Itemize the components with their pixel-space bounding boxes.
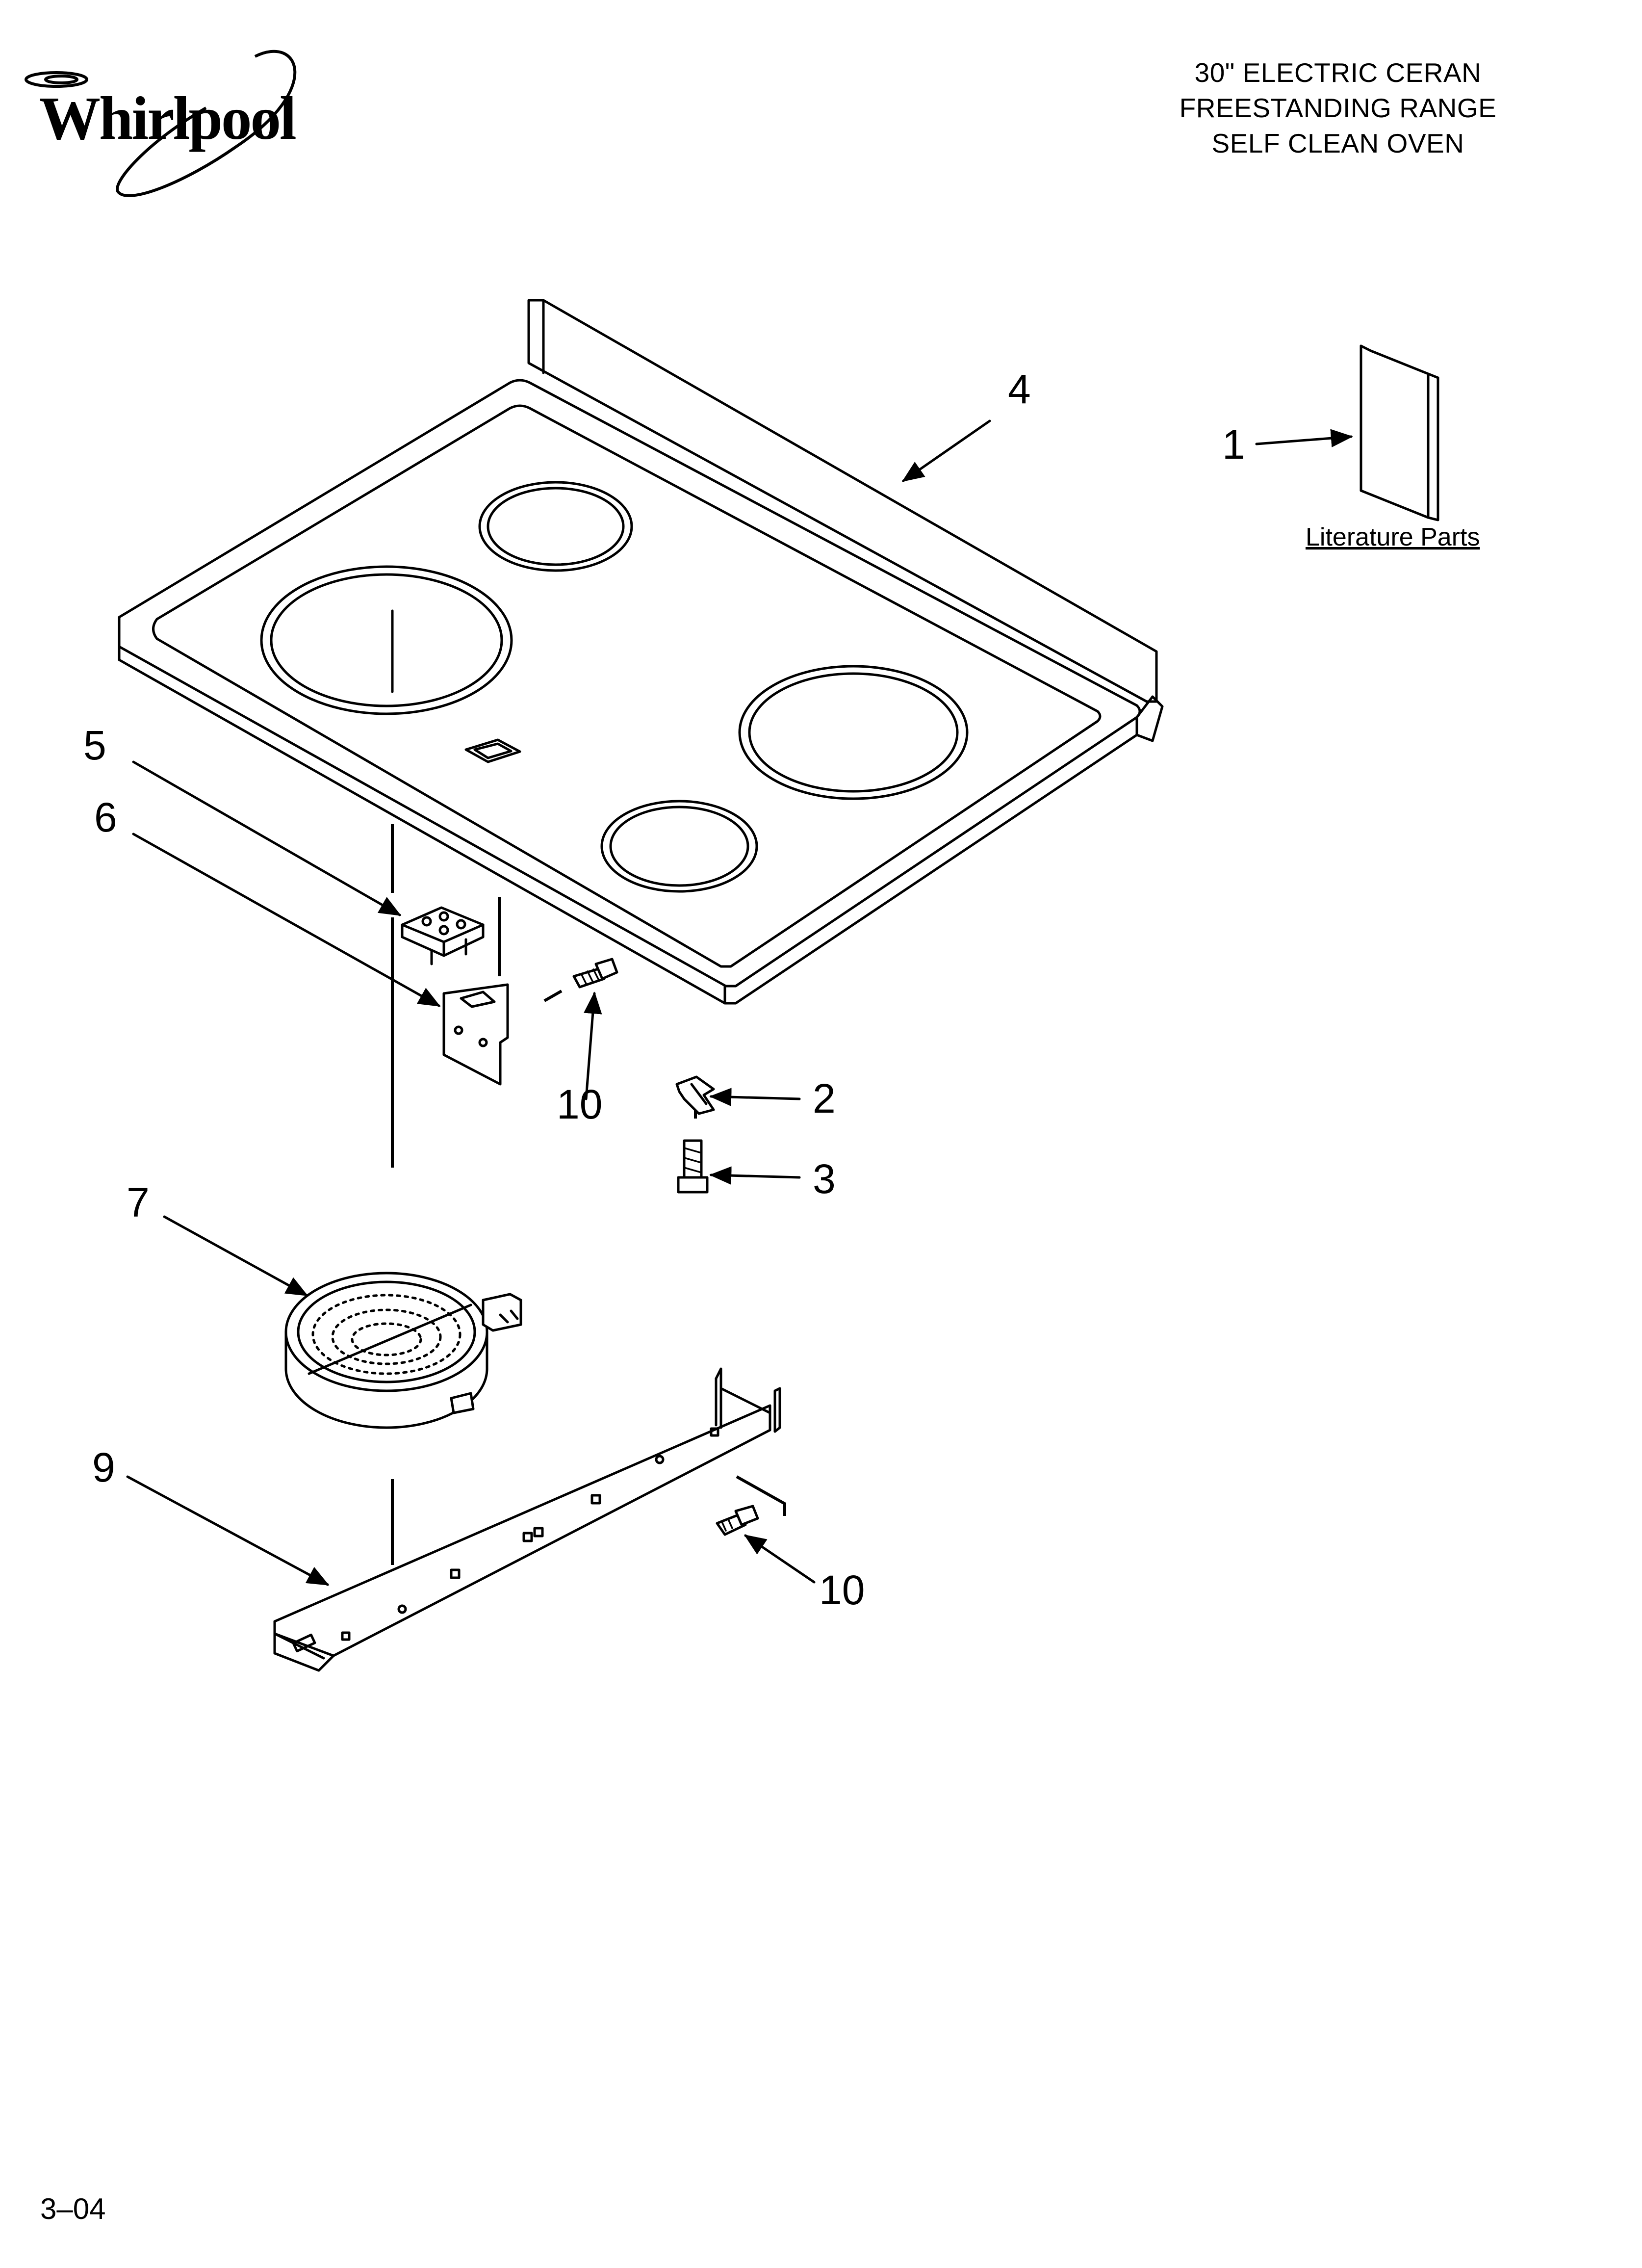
callout-7: 7: [127, 1179, 150, 1225]
radiant-element-icon: [284, 1272, 522, 1429]
callout-1: 1: [1222, 421, 1245, 468]
screw-lower-icon: [716, 1505, 759, 1536]
burner-small-front-icon: [600, 800, 758, 893]
callout-6: 6: [94, 794, 117, 840]
callout-4: 4: [1008, 366, 1031, 412]
callout-9: 9: [92, 1444, 115, 1490]
indicator-window-icon: [464, 738, 521, 763]
literature-binder-icon: [1360, 344, 1439, 521]
cooktop-glass-top: [118, 299, 1164, 1005]
element-support-bracket-icon: [273, 1367, 781, 1672]
callout-10-lower: 10: [819, 1567, 865, 1613]
mounting-clip-icon: [675, 1075, 715, 1115]
indicator-bracket-icon: [442, 983, 509, 1086]
terminal-block-icon: [401, 906, 485, 965]
page-number: 3–04: [40, 2192, 106, 2225]
model-line-2: FREESTANDING RANGE: [1179, 93, 1497, 123]
logo-swoosh-icon: [25, 50, 297, 197]
burner-large-right-icon: [738, 665, 969, 800]
whirlpool-logo-text: Whirlpool: [39, 85, 296, 153]
callout-10-upper: 10: [557, 1081, 602, 1127]
model-line-3: SELF CLEAN OVEN: [1211, 128, 1464, 158]
callout-2: 2: [813, 1075, 836, 1121]
screw-upper-icon: [572, 958, 618, 989]
callout-3: 3: [813, 1156, 836, 1202]
model-line-1: 30" ELECTRIC CERAN: [1194, 57, 1482, 88]
literature-parts-label: Literature Parts: [1306, 523, 1480, 551]
screw-clip-icon: [677, 1139, 709, 1194]
burner-small-back-icon: [478, 481, 633, 572]
burner-large-left-icon: [260, 565, 513, 715]
model-description: 30" ELECTRIC CERAN FREESTANDING RANGE SE…: [1117, 55, 1559, 161]
callout-5: 5: [83, 722, 106, 768]
